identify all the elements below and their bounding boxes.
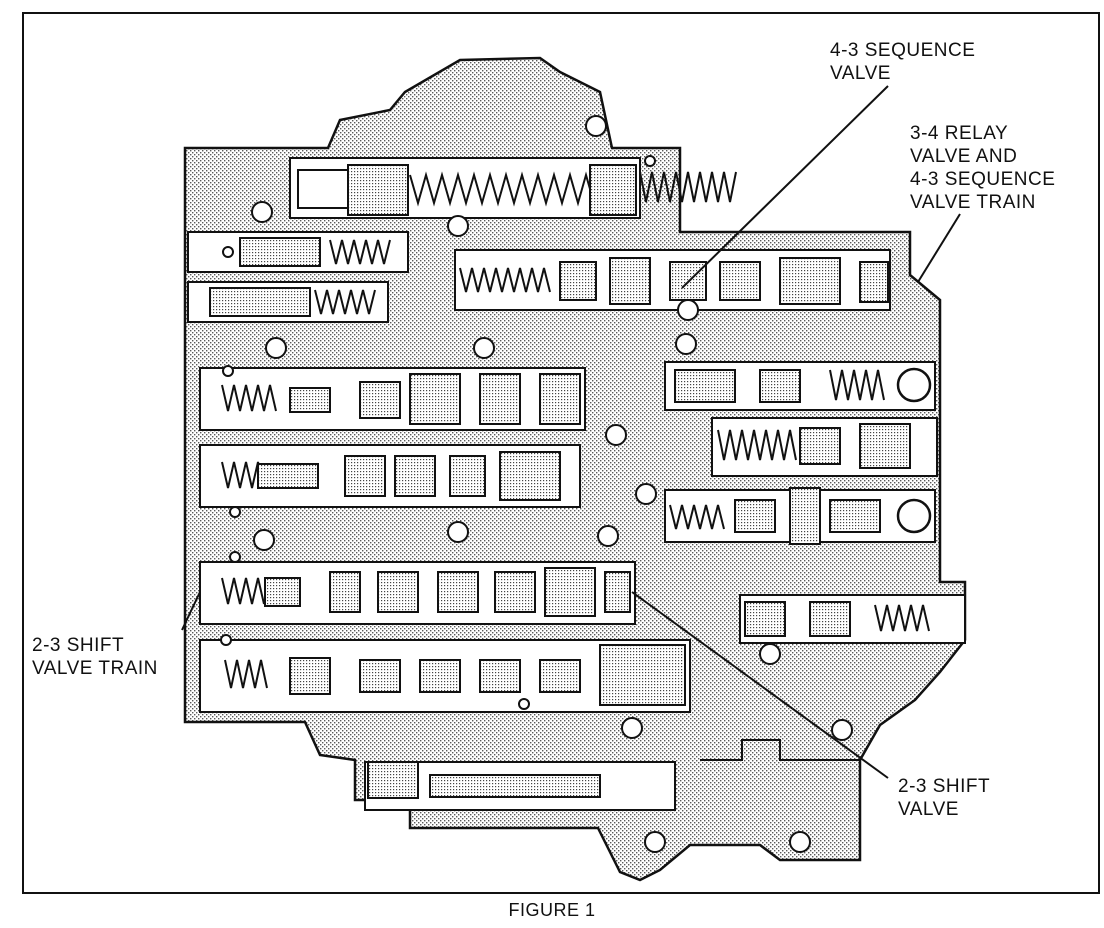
bolt-holes [251, 115, 853, 853]
left-bore-2 [199, 444, 581, 518]
figure-caption: FIGURE 1 [508, 900, 596, 920]
sequence-valve-bore [454, 249, 891, 311]
right-bore-1 [664, 361, 936, 411]
relay-valve-train-bore [711, 417, 938, 477]
figure-frame [22, 12, 1100, 894]
upper-left-bores [187, 231, 409, 323]
bottom-bore [364, 761, 676, 811]
leader-lines [181, 85, 961, 779]
left-bore-4 [199, 634, 691, 713]
right-bore-3 [664, 487, 936, 545]
right-bore-4 [739, 594, 966, 644]
shift-valve-train-bore [199, 551, 636, 625]
left-bore-1 [199, 365, 586, 431]
top-valve-bore [289, 155, 737, 219]
